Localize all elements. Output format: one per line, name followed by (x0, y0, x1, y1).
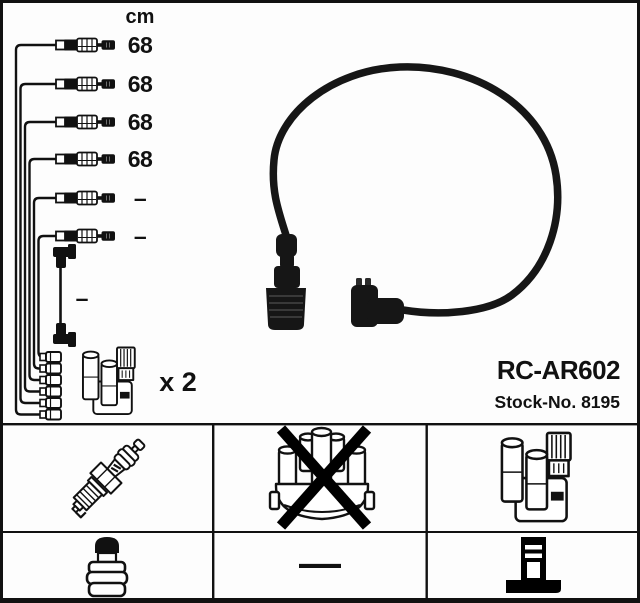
cable-length-value: 68 (127, 32, 153, 58)
king-lead-drawing (53, 244, 76, 347)
cable-length-value: 68 (127, 109, 153, 135)
cable-length-diagram (14, 37, 136, 421)
cross-out-mark (276, 425, 372, 530)
cable-row-connector (55, 37, 116, 244)
legend-cell-terminal-post (428, 533, 637, 598)
terminal-post-icon (506, 537, 561, 593)
ignition-cable-illustration (266, 63, 562, 330)
cable-length-value: – (133, 185, 147, 211)
legend-cell-distributor-cap-crossed (214, 425, 425, 531)
cable-length-value: 68 (127, 146, 153, 172)
straight-boot (266, 234, 306, 330)
king-lead-length-value: – (75, 285, 89, 311)
product-code: RC-AR602 (496, 355, 621, 385)
distributor-end-bundle (39, 351, 62, 421)
dash-symbol: — (299, 539, 341, 586)
legend-cell-spark-plug (3, 425, 212, 531)
length-unit-header: cm (125, 6, 155, 28)
stock-number: Stock-No. 8195 (494, 392, 620, 412)
cable-length-value: – (133, 223, 147, 249)
legend-cell-terminal-nut (3, 533, 212, 598)
legend-grid-lines (3, 423, 637, 598)
elbow-connector (351, 278, 404, 327)
distributor-cap-icon (268, 425, 376, 530)
legend-cell-dash (214, 533, 425, 598)
legend-cell-ignition-coil (428, 425, 637, 531)
cable-length-value: 68 (127, 71, 153, 97)
ignition-coil-drawing (81, 346, 136, 416)
terminal-nut-icon (85, 537, 129, 598)
coil-quantity-label: x 2 (159, 367, 197, 397)
